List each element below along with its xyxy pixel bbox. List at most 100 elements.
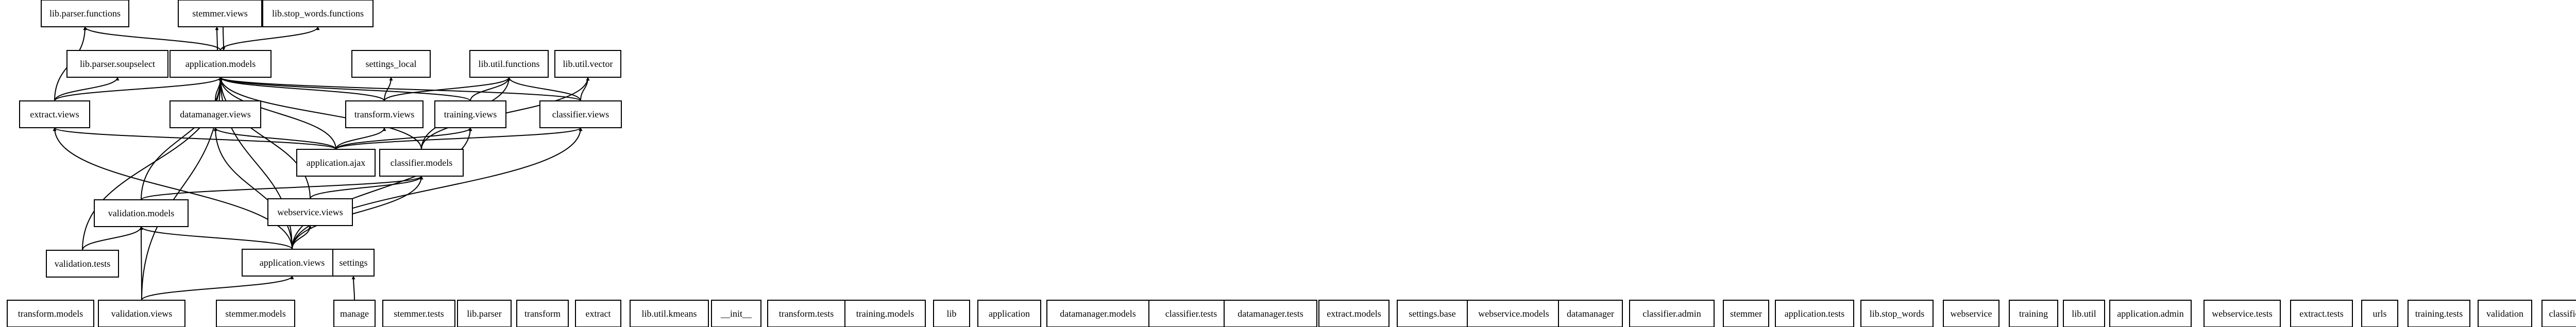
node-label: application [989,308,1030,319]
node-box [767,300,845,327]
node-box [539,100,622,128]
node-box [469,50,549,78]
node-training-models: training.models [844,300,926,327]
node-label: manage [340,308,369,319]
node-label: urls [2373,308,2387,319]
node-box [434,100,506,128]
node-box [333,300,376,327]
node-box [170,50,272,78]
node-settings-base: settings.base [1397,300,1468,327]
node-label: extract [586,308,611,319]
edge-application-ajax-to-extract-views [53,127,336,150]
node-label: extract.models [1327,308,1381,319]
node-manage: manage [333,300,376,327]
node-box [1397,300,1468,327]
node-label: extract.tests [2299,308,2343,319]
node-box [1318,300,1389,327]
edge-validation-tests-to-validation-models [82,226,143,251]
node-box [933,300,970,327]
node-box [1629,300,1715,327]
node-box [2541,300,2576,327]
node-validation-tests: validation.tests [46,250,119,278]
node-stemmer-views: stemmer.views [178,0,262,27]
node-box [977,300,1041,327]
edge-classifier-views-to-lib-util-functions [507,77,581,101]
node-label: validation.views [111,308,172,319]
node-box [267,198,353,226]
node-label: classifier.views [552,109,609,119]
node-extract: extract [575,300,621,327]
edge-application-ajax-to-training-views [335,127,472,150]
node-settings-local: settings_local [351,50,431,78]
node-label: lib.util.kmeans [642,308,697,319]
node-label: lib.util.vector [563,59,613,69]
node-box [711,300,761,327]
node-label: application.tests [1785,308,1844,319]
node-box [379,149,464,177]
node-validation-views: validation.views [98,300,185,327]
node-settings: settings [332,249,375,277]
node-lib-util-vector: lib.util.vector [554,50,621,78]
node-label: application.views [260,257,325,268]
node-box [351,50,431,78]
node-transform-tests: transform.tests [767,300,845,327]
node-label: stemmer [1730,308,1762,319]
node-label: webservice.tests [2212,308,2272,319]
edge-extract-views-to-lib-parser-soupselect [54,77,120,101]
node-box [2204,300,2281,327]
node-classifier-admin: classifier.admin [1629,300,1715,327]
node-box [844,300,926,327]
node-label: lib.stop_words [1870,308,1925,319]
edge-transform-views-to-lib-util-functions [384,77,511,101]
node-webservice-views: webservice.views [267,198,353,226]
node-lib-util-kmeans: lib.util.kmeans [630,300,709,327]
node-lib-parser-functions: lib.parser.functions [41,0,129,27]
node-box [382,300,455,327]
node-training-tests: training.tests [2408,300,2470,327]
node-label: lib [946,308,956,319]
node-application-views: application.views [242,249,343,277]
node-application-admin: application.admin [2109,300,2192,327]
node-label: lib.parser [467,308,501,319]
node-transform-models: transform.models [7,300,94,327]
node-box [516,300,569,327]
node-classifier-views: classifier.views [539,100,622,128]
node-label: stemmer.models [225,308,285,319]
node-box [2361,300,2398,327]
node-label: settings_local [366,59,417,69]
node-label: datamanager.models [1060,308,1136,319]
node-webservice-tests: webservice.tests [2204,300,2281,327]
node-box [19,100,90,128]
edge-application-views-to-extract-views [53,127,293,250]
node-label: application.admin [2117,308,2183,319]
node-box [1148,300,1234,327]
node-application-models: application.models [170,50,272,78]
node-box [66,50,168,78]
edge-classifier-views-to-application-models [218,77,581,101]
edge-stemmer-views-to-application-models [222,26,226,51]
node-lib-stop-words-functions: lib.stop_words.functions [262,0,374,27]
node-box [98,300,185,327]
node-label: validation.tests [55,259,110,269]
node-box [345,100,423,128]
node-label: validation.models [108,208,174,218]
edge-application-models-to-lib-parser-functions [83,26,221,51]
node-label: webservice [1951,308,1992,319]
node-box [262,0,374,27]
node-label: classifier.tests [1165,308,1217,319]
edge-application-ajax-to-application-models [218,77,336,150]
node-datamanager: datamanager [1558,300,1623,327]
node-box [1723,300,1769,327]
edge-training-views-to-application-models [218,77,471,101]
node-box [2408,300,2470,327]
edge-validation-views-to-application-views [141,276,294,301]
edge-application-models-to-lib-stop-words-functions [220,26,320,51]
node-label: webservice.models [1478,308,1549,319]
node-label: classifier [2549,308,2576,319]
edge-webservice-views-to-classifier-models [310,176,423,199]
node-box [1224,300,1317,327]
node-lib-parser: lib.parser [457,300,512,327]
node-classifier: classifier [2541,300,2576,327]
